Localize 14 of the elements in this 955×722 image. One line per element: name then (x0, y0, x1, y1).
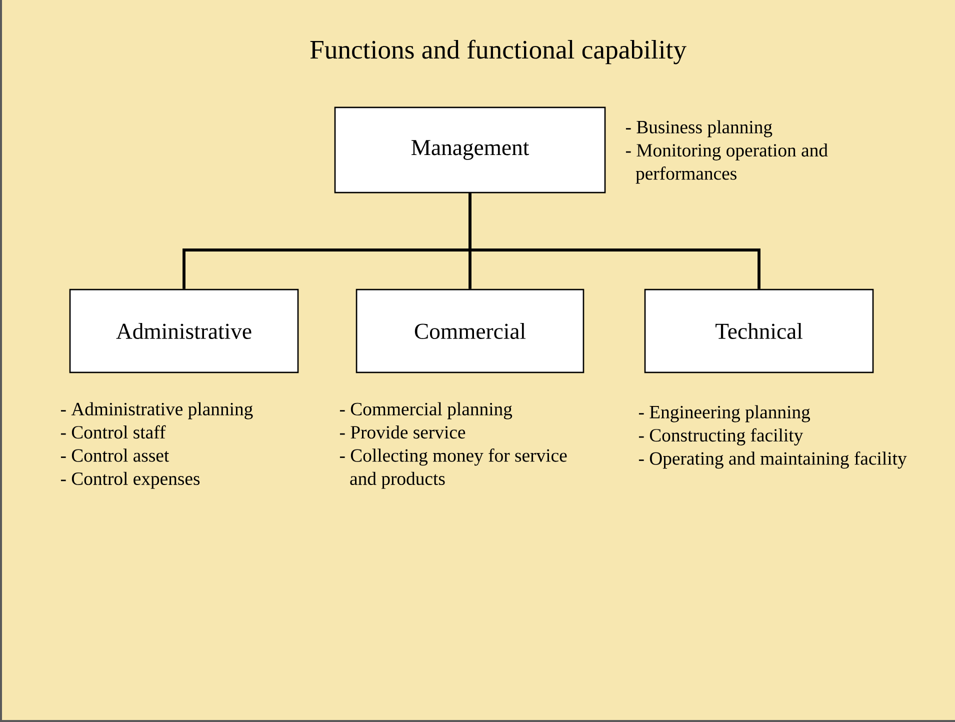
org-box: Commercial (356, 288, 584, 374)
connector-line (468, 193, 760, 289)
node-label: - Control staff (60, 425, 166, 439)
org-box: Management (334, 106, 606, 194)
bullet-list: - Engineering planning - Constructing facility - Operating and maintaining facility (638, 405, 907, 469)
title: Functions and functional capability (310, 40, 686, 64)
bullet-list: - Administrative planning - Control staff - Control asset - Control expenses (60, 402, 253, 489)
org-box: Technical (644, 288, 874, 374)
bullet-list: - Business planning - Monitoring operation and performances (626, 120, 828, 184)
node-label: - Control expenses (60, 472, 200, 489)
org-box: Administrative (69, 288, 299, 374)
node-label: - Control asset (60, 448, 170, 462)
bullet-list: - Commercial planning - Provide service - Collecting money for service and products (340, 402, 567, 489)
node-label: - Administrative planning (60, 402, 253, 420)
